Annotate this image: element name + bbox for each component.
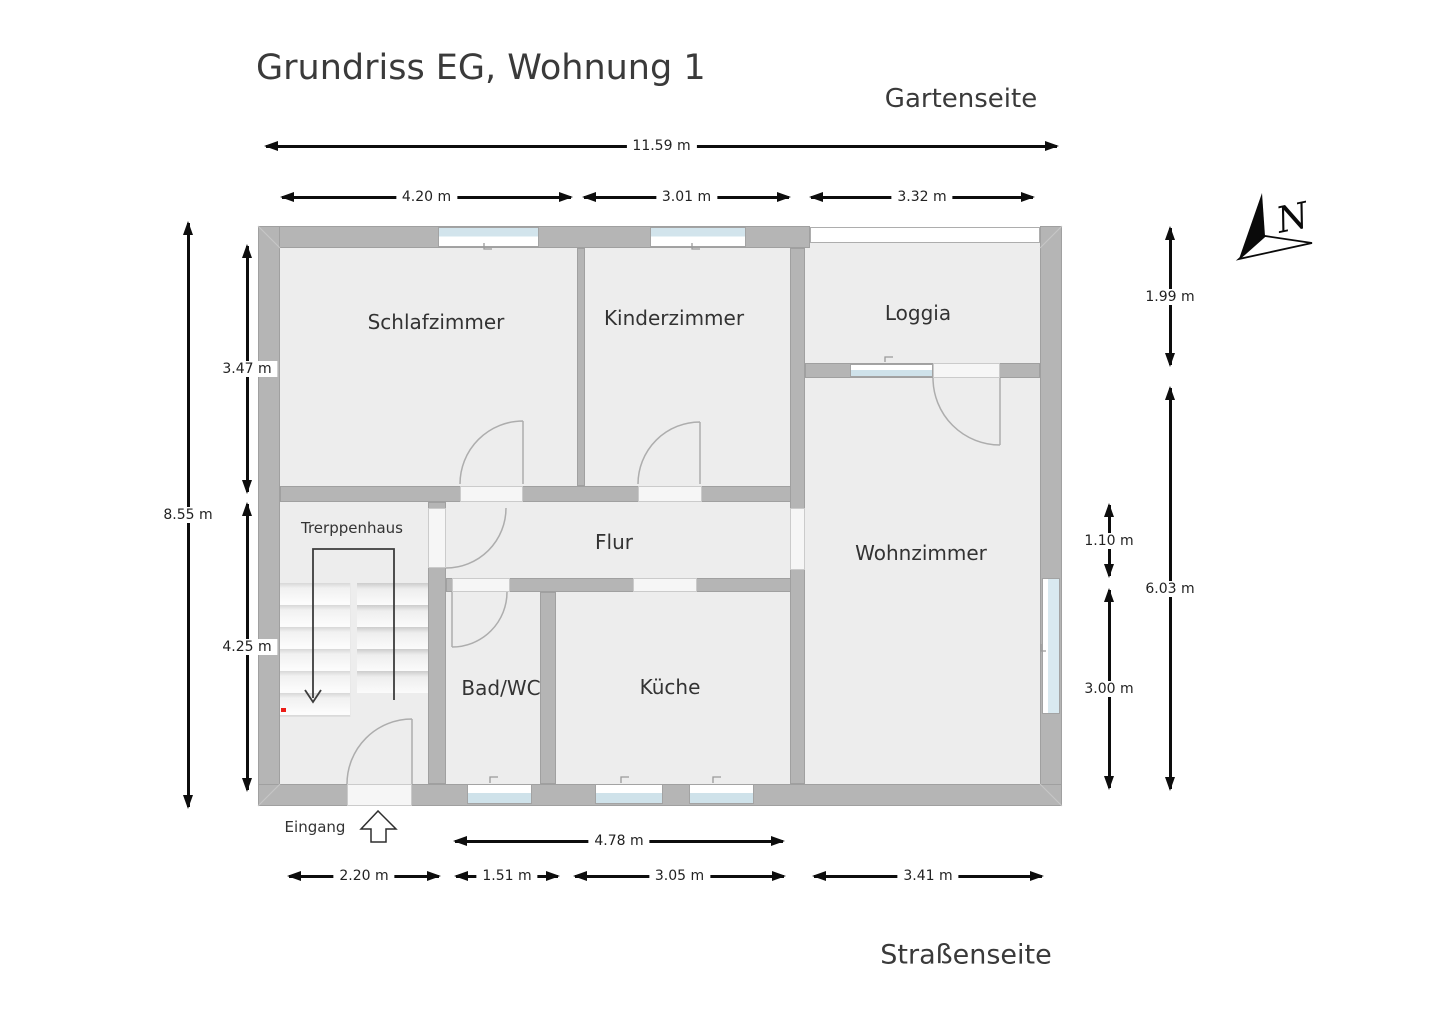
- dim-width-schlafzimmer: 4.20 m: [280, 189, 573, 205]
- window-kueche-1: [595, 784, 663, 804]
- dim-height-flur: 1.10 m: [1078, 503, 1140, 578]
- door-opening-kueche: [633, 578, 697, 592]
- dim-width-kueche: 3.05 m: [573, 868, 786, 884]
- label-wohnzimmer: Wohnzimmer: [855, 541, 987, 565]
- wall-interior-flur-north: [280, 486, 805, 502]
- label-kinderzimmer: Kinderzimmer: [603, 306, 745, 330]
- street-side-label: Straßenseite: [880, 939, 1052, 971]
- dim-width-loggia: 3.32 m: [809, 189, 1035, 205]
- label-kueche: Küche: [639, 675, 701, 699]
- dim-height-kueche: 3.00 m: [1078, 588, 1140, 790]
- label-treppenhaus: Trerppenhaus: [301, 519, 403, 537]
- stair-flight-right: [357, 583, 428, 693]
- dim-width-wohnzimmer: 3.41 m: [812, 868, 1044, 884]
- label-loggia: Loggia: [884, 301, 952, 325]
- dim-width-kinderzimmer: 3.01 m: [582, 189, 791, 205]
- wall-exterior-right: [1040, 226, 1062, 806]
- door-opening-treppenhaus-flur: [428, 508, 446, 568]
- page-title: Grundriss EG, Wohnung 1: [256, 48, 706, 88]
- window-bad: [467, 784, 532, 804]
- door-opening-kinderzimmer: [638, 486, 702, 502]
- window-kueche-2: [689, 784, 754, 804]
- wall-interior-schlaf-kinder: [577, 248, 585, 486]
- north-compass-icon: N: [1235, 193, 1314, 261]
- entrance-arrow-icon: [359, 809, 398, 843]
- dim-width-bad: 1.51 m: [454, 868, 560, 884]
- label-schlafzimmer: Schlafzimmer: [367, 310, 505, 334]
- label-eingang: Eingang: [284, 818, 346, 836]
- dim-width-treppenhaus: 2.20 m: [287, 868, 441, 884]
- label-bad-wc: Bad/WC: [461, 676, 541, 700]
- window-wohnzimmer: [1042, 578, 1060, 714]
- room-schlafzimmer: [280, 248, 577, 486]
- dim-height-schlafzimmer: 3.47 m: [216, 244, 278, 494]
- stair-start-marker: [281, 708, 286, 712]
- room-kinderzimmer: [585, 248, 790, 486]
- passage-flur-wohnzimmer: [790, 508, 805, 570]
- dim-height-treppenhaus: 4.25 m: [216, 502, 278, 792]
- door-opening-schlafzimmer: [460, 486, 523, 502]
- dim-height-loggia: 1.99 m: [1139, 226, 1201, 367]
- window-schlafzimmer: [438, 227, 539, 247]
- window-loggia: [850, 364, 933, 377]
- wall-interior-bad-kueche: [540, 592, 556, 784]
- door-opening-bad: [452, 578, 510, 592]
- label-flur: Flur: [595, 530, 633, 554]
- dim-height-wohnzimmer: 6.03 m: [1139, 386, 1201, 791]
- room-wohnzimmer: [805, 378, 1040, 784]
- stair-flight-left: [280, 583, 351, 717]
- window-kinderzimmer: [650, 227, 746, 247]
- entrance-door-opening: [347, 784, 412, 806]
- dim-overall-width: 11.59 m: [264, 138, 1059, 154]
- loggia-open-side: [810, 227, 1040, 243]
- wall-exterior-left: [258, 226, 280, 806]
- garden-side-label: Gartenseite: [884, 84, 1038, 114]
- dim-overall-height: 8.55 m: [157, 221, 219, 809]
- door-opening-loggia-wohnzimmer: [933, 363, 1000, 378]
- dim-span-bad-kueche: 4.78 m: [453, 833, 785, 849]
- north-letter: N: [1272, 195, 1314, 242]
